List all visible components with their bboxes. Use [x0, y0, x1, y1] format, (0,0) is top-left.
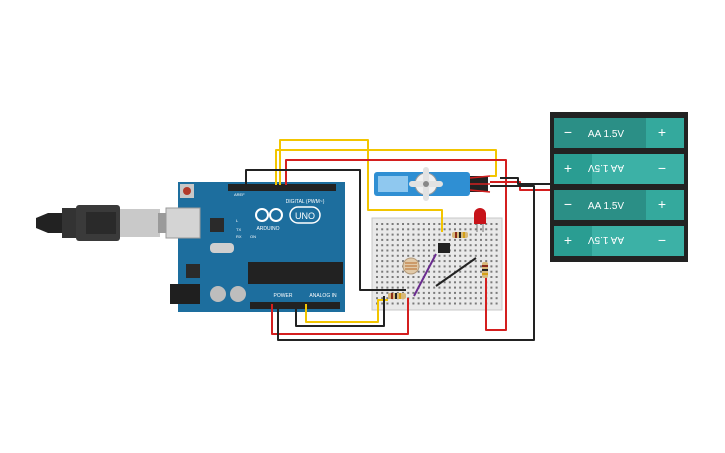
- wire-yellow[interactable]: [305, 299, 388, 323]
- wire-yellow[interactable]: [279, 139, 443, 232]
- tx-label: TX: [236, 227, 241, 232]
- battery-right-terminal: +: [658, 196, 666, 212]
- capacitor: [210, 286, 226, 302]
- crystal-oscillator: [210, 243, 234, 253]
- battery-cell: + AA 1.5V −: [554, 154, 684, 184]
- battery-cell-label: AA 1.5V: [588, 162, 624, 173]
- battery-left-terminal: +: [564, 232, 572, 248]
- wire-black[interactable]: [277, 185, 535, 341]
- wire-black[interactable]: [435, 257, 477, 287]
- arduino-uno-board[interactable]: UNO ARDUINO DIGITAL (PWM~) POWER ANALOG …: [165, 182, 345, 312]
- resistor[interactable]: [452, 232, 468, 238]
- wire-red[interactable]: [285, 159, 507, 331]
- capacitor: [230, 286, 246, 302]
- battery-left-terminal: −: [564, 196, 572, 212]
- battery-right-terminal: +: [658, 124, 666, 140]
- battery-left-terminal: +: [564, 160, 572, 176]
- wire-black[interactable]: [245, 169, 406, 291]
- on-label: ON: [250, 234, 256, 239]
- arduino-logo: [255, 206, 321, 224]
- wire-yellow[interactable]: [275, 149, 497, 185]
- atmega-chip: [248, 262, 343, 284]
- wire-black[interactable]: [295, 296, 385, 327]
- battery-cell: + AA 1.5V −: [554, 226, 684, 256]
- aref-label: AREF: [234, 192, 245, 197]
- power-label: POWER: [274, 293, 293, 299]
- wire-black[interactable]: [500, 177, 552, 185]
- usb-cable-icon[interactable]: [36, 205, 166, 241]
- battery-left-terminal: −: [564, 124, 572, 140]
- l-label: L: [236, 218, 239, 223]
- battery-pack[interactable]: − AA 1.5V + + AA 1.5V − − AA 1.5V + + AA 1.5V −: [550, 112, 688, 262]
- digital-label: DIGITAL (PWM~): [286, 199, 325, 205]
- resistor[interactable]: [482, 262, 488, 278]
- analog-label: ANALOG IN: [309, 293, 337, 299]
- dc-power-jack[interactable]: [170, 284, 200, 304]
- servo-motor-icon[interactable]: [374, 167, 491, 201]
- brand-label: ARDUINO: [256, 226, 279, 232]
- wire-purple[interactable]: [413, 253, 437, 297]
- battery-cell: − AA 1.5V +: [554, 118, 684, 148]
- battery-cell: − AA 1.5V +: [554, 190, 684, 220]
- battery-cell-label: AA 1.5V: [588, 129, 624, 140]
- rx-label: RX: [236, 234, 242, 239]
- wire-red[interactable]: [271, 298, 409, 335]
- model-label: UNO: [295, 211, 315, 221]
- photoresistor-icon[interactable]: [402, 257, 420, 275]
- battery-right-terminal: −: [658, 232, 666, 248]
- red-led-icon[interactable]: [474, 208, 486, 232]
- digital-pin-header[interactable]: [228, 184, 336, 191]
- battery-right-terminal: −: [658, 160, 666, 176]
- battery-cell-label: AA 1.5V: [588, 234, 624, 245]
- resistor[interactable]: [388, 293, 406, 299]
- transistor[interactable]: [438, 243, 450, 253]
- battery-cell-label: AA 1.5V: [588, 201, 624, 212]
